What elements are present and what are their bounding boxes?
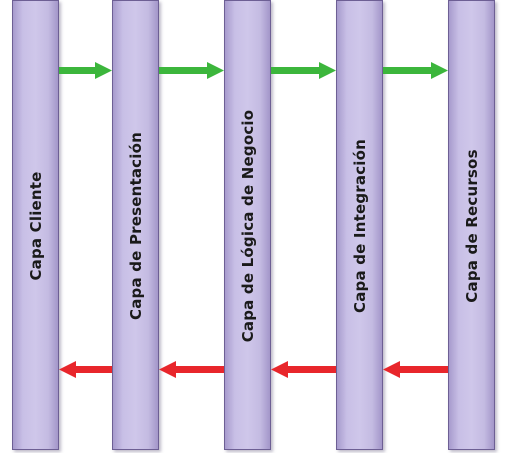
response-arrow-2 (159, 361, 224, 378)
layer-cliente: Capa Cliente (12, 0, 59, 450)
response-arrow-3 (271, 361, 336, 378)
layer-recursos: Capa de Recursos (448, 0, 495, 450)
request-arrow-3 (271, 62, 336, 79)
request-arrow-4 (383, 62, 448, 79)
layer-integracion: Capa de Integración (336, 0, 383, 450)
request-arrow-1 (59, 62, 112, 79)
request-arrow-2 (159, 62, 224, 79)
layer-logica-negocio: Capa de Lógica de Negocio (224, 0, 271, 450)
response-arrow-1 (59, 361, 112, 378)
response-arrow-4 (383, 361, 448, 378)
layer-presentacion: Capa de Presentación (112, 0, 159, 450)
